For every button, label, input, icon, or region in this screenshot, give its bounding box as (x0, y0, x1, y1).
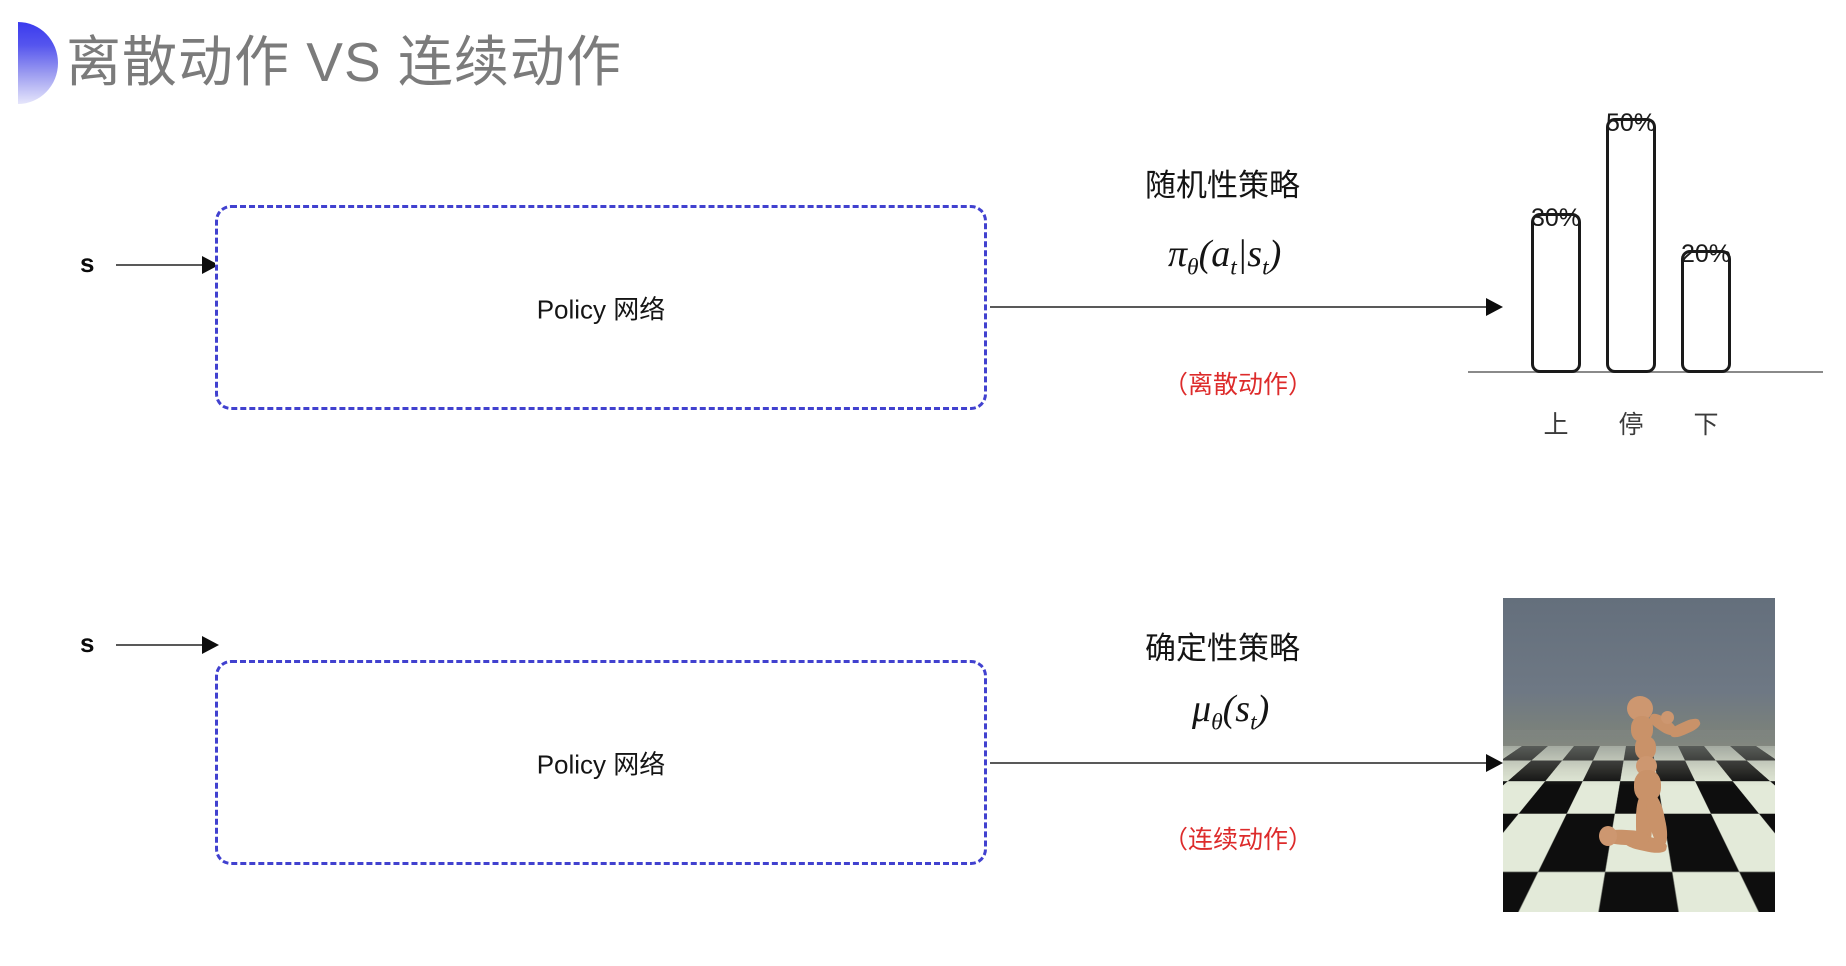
state-label-discrete: s (80, 248, 95, 278)
policy-network-label-continuous: Policy 网络 (536, 749, 666, 779)
input-arrow-head-continuous (202, 636, 219, 654)
bar-value-stop: 50% (1605, 109, 1657, 137)
formula-t-action: t (1230, 254, 1237, 281)
bar-down[interactable] (1681, 250, 1731, 373)
bar-stop[interactable] (1606, 118, 1656, 373)
humanoid-torso-upper (1631, 716, 1653, 742)
formula-open-action: (a (1198, 233, 1231, 275)
formula-pi: π (1168, 233, 1188, 275)
formula-pipe-state: |s (1236, 233, 1263, 275)
bar-value-up: 30% (1530, 204, 1582, 232)
humanoid-torso-lower (1635, 736, 1656, 760)
policy-formula-continuous: μθ(st) (1192, 687, 1269, 737)
policy-formula-discrete: πθ(at|st) (1168, 232, 1281, 282)
formula-close: ) (1268, 233, 1282, 275)
policy-network-box-discrete[interactable]: Policy 网络 (215, 205, 987, 410)
policy-network-label-discrete: Policy 网络 (536, 294, 666, 324)
input-arrow-line-continuous (116, 644, 204, 646)
humanoid-hand (1661, 711, 1674, 724)
input-arrow-line-discrete (116, 264, 204, 266)
title-accent-shape (18, 22, 58, 104)
bar-value-down: 20% (1680, 240, 1732, 268)
input-arrow-head-discrete (202, 256, 219, 274)
formula-mu: μ (1192, 688, 1212, 730)
action-probability-bar-chart: 30% 上 50% 停 20% 下 (1468, 95, 1823, 439)
output-arrow-line-continuous (990, 762, 1490, 764)
output-arrow-line-discrete (990, 306, 1490, 308)
output-arrow-head-discrete (1486, 298, 1503, 316)
action-note-continuous: （连续动作） (1163, 826, 1314, 854)
policy-name-discrete: 随机性策略 (1145, 168, 1300, 203)
page-title: 离散动作 VS 连续动作 (66, 31, 622, 93)
bar-up[interactable] (1531, 213, 1581, 373)
bar-category-down: 下 (1693, 411, 1719, 439)
formula-theta-2: θ (1211, 709, 1223, 736)
state-label-continuous: s (80, 628, 95, 658)
formula-close-2: ) (1256, 688, 1270, 730)
bar-category-stop: 停 (1618, 411, 1644, 439)
action-note-discrete: （离散动作） (1163, 371, 1314, 399)
humanoid-foot (1599, 826, 1617, 846)
policy-name-continuous: 确定性策略 (1145, 631, 1300, 666)
formula-theta: θ (1187, 254, 1199, 281)
formula-t-state: t (1262, 254, 1269, 281)
humanoid-simulation-image (1503, 598, 1775, 912)
formula-t-state-2: t (1250, 709, 1257, 736)
bar-category-up: 上 (1543, 411, 1569, 439)
formula-open-state: (s (1222, 688, 1251, 730)
output-arrow-head-continuous (1486, 754, 1503, 772)
policy-network-box-continuous[interactable]: Policy 网络 (215, 660, 987, 865)
